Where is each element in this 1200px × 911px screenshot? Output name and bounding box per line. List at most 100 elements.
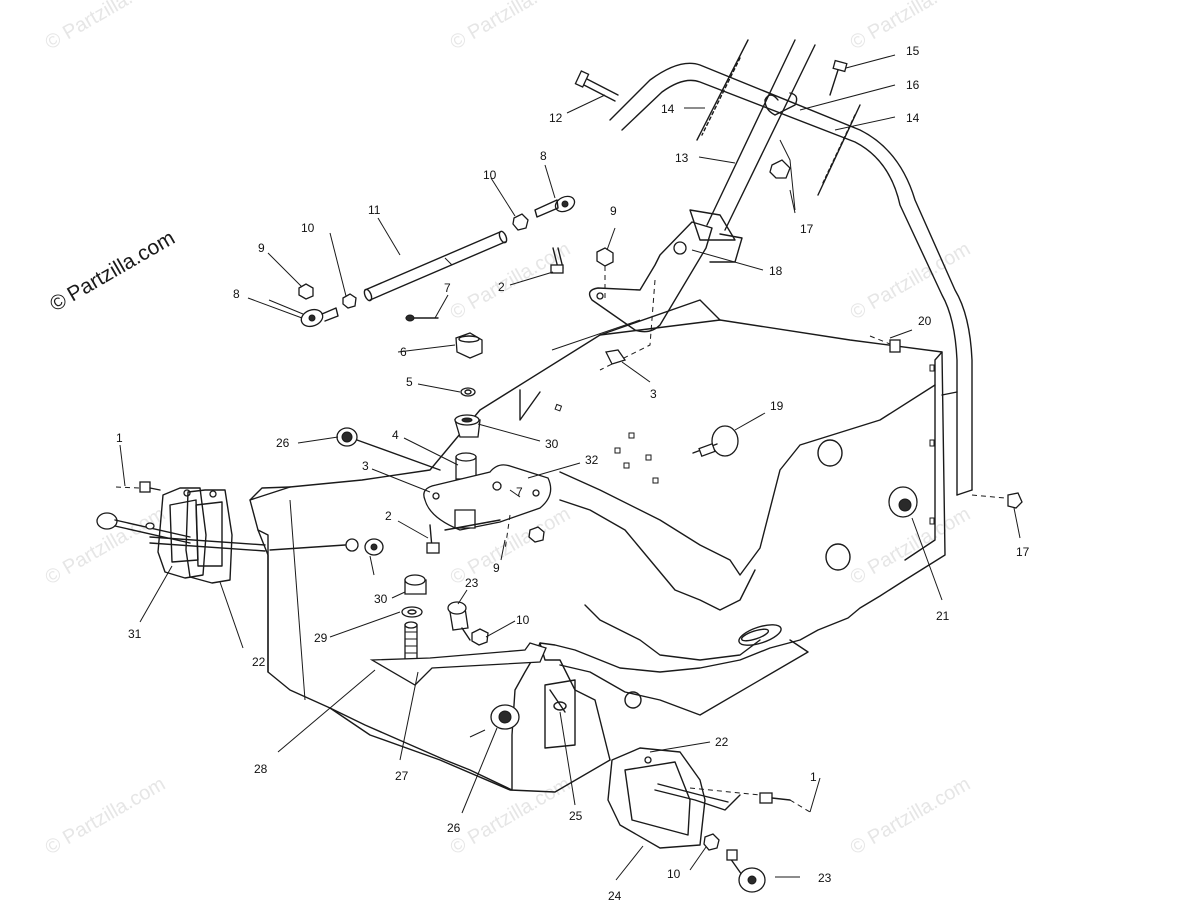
spindle-plate-22-left bbox=[185, 489, 233, 584]
nut-6 bbox=[455, 332, 483, 359]
part-label: 22 bbox=[252, 655, 266, 669]
part-label: 5 bbox=[406, 375, 413, 389]
nut-9-lower bbox=[528, 526, 545, 543]
shaft-25 bbox=[544, 679, 576, 749]
pin-23-center bbox=[447, 601, 471, 641]
bushing-30-lower bbox=[404, 574, 427, 595]
part-label: 15 bbox=[906, 44, 920, 58]
part-label: 1 bbox=[116, 431, 123, 445]
part-label: 14 bbox=[906, 111, 920, 125]
part-label: 7 bbox=[444, 281, 451, 295]
rod-end-8-left bbox=[268, 299, 339, 328]
bolt-20 bbox=[869, 335, 901, 353]
part-label: 4 bbox=[392, 428, 399, 442]
watermark: © Partzilla.com bbox=[42, 773, 170, 859]
bolt-3-upper bbox=[605, 349, 627, 365]
part-label: 19 bbox=[770, 399, 784, 413]
drag-link-11 bbox=[363, 230, 508, 302]
part-label: 10 bbox=[301, 221, 315, 235]
plug-21 bbox=[888, 486, 918, 518]
part-label: 11 bbox=[368, 203, 381, 217]
part-label: 3 bbox=[650, 387, 657, 401]
rod-end-8-upper bbox=[534, 195, 576, 218]
part-label: 28 bbox=[254, 762, 268, 776]
handlebar-support-loop bbox=[609, 62, 1006, 499]
watermark: © Partzilla.com bbox=[847, 238, 975, 324]
part-label: 10 bbox=[483, 168, 497, 182]
part-label: 8 bbox=[233, 287, 240, 301]
tie-rod-end-23-left bbox=[96, 512, 266, 552]
part-label: 9 bbox=[258, 241, 265, 255]
part-label: 14 bbox=[661, 102, 675, 116]
tie-rod-left bbox=[269, 538, 384, 576]
part-number-labels: 1 1 2 2 3 3 4 5 6 7 7 8 8 9 9 9 10 10 10… bbox=[116, 44, 1030, 903]
part-label: 17 bbox=[800, 222, 814, 236]
bolt-12 bbox=[574, 70, 619, 102]
part-label: 9 bbox=[610, 204, 617, 218]
bolt-1-right bbox=[759, 792, 811, 813]
part-label: 3 bbox=[362, 459, 369, 473]
nut-10-right bbox=[703, 833, 720, 851]
site-name: Partzilla.com bbox=[63, 226, 179, 306]
nut-17-right bbox=[1007, 492, 1023, 509]
part-label: 25 bbox=[569, 809, 583, 823]
chassis-bulkhead bbox=[249, 299, 946, 793]
spacer-4 bbox=[455, 452, 477, 480]
part-label: 30 bbox=[545, 437, 559, 451]
part-label: 31 bbox=[128, 627, 142, 641]
part-label: 20 bbox=[918, 314, 932, 328]
pitman-arm-3 bbox=[423, 464, 552, 551]
nut-9-upper bbox=[596, 247, 614, 300]
part-label: 21 bbox=[936, 609, 950, 623]
watermark: © Partzilla.com bbox=[447, 773, 575, 859]
steering-column bbox=[588, 39, 816, 371]
bolt-2-lower bbox=[426, 524, 440, 554]
part-label: 22 bbox=[715, 735, 729, 749]
leader-lines bbox=[119, 84, 1021, 881]
bolt-1-left bbox=[115, 481, 161, 493]
washer-5 bbox=[460, 387, 476, 397]
part-label: 17 bbox=[1016, 545, 1030, 559]
part-label: 8 bbox=[540, 149, 547, 163]
tie-rod-end-23-right bbox=[726, 849, 766, 893]
watermark: © Partzilla.com bbox=[447, 238, 575, 324]
part-label: 26 bbox=[276, 436, 290, 450]
nut-10-upper bbox=[512, 213, 529, 231]
part-label: 16 bbox=[906, 78, 920, 92]
grommet-19 bbox=[692, 425, 739, 457]
part-label: 12 bbox=[549, 111, 563, 125]
watermarks: © Partzilla.com © Partzilla.com © Partzi… bbox=[42, 0, 975, 859]
bracket-28 bbox=[369, 642, 547, 686]
partzilla-logo: © Partzilla.com bbox=[46, 226, 179, 316]
nut-10-left bbox=[342, 293, 357, 309]
spindle-24 bbox=[607, 747, 761, 849]
nut-17-upper bbox=[769, 139, 796, 211]
part-label: 6 bbox=[400, 345, 407, 359]
bushing-30-upper bbox=[454, 414, 481, 438]
part-label: 1 bbox=[810, 770, 817, 784]
part-label: 7 bbox=[516, 485, 523, 499]
part-label: 30 bbox=[374, 592, 388, 606]
spindle-31 bbox=[157, 487, 207, 579]
clamp-26-upper bbox=[336, 427, 441, 471]
part-label: 18 bbox=[769, 264, 783, 278]
part-label: 29 bbox=[314, 631, 328, 645]
part-label: 32 bbox=[585, 453, 599, 467]
nut-9-left bbox=[298, 283, 314, 300]
bolt-2-upper bbox=[550, 247, 564, 274]
nut-10-center bbox=[471, 628, 489, 646]
part-label: 2 bbox=[498, 280, 505, 294]
watermark: © Partzilla.com bbox=[847, 773, 975, 859]
watermark: © Partzilla.com bbox=[447, 0, 575, 54]
part-label: 10 bbox=[667, 867, 681, 881]
clamp-26-lower bbox=[469, 704, 520, 738]
part-label: 24 bbox=[608, 889, 622, 903]
bolt-15 bbox=[829, 54, 896, 96]
part-label: 23 bbox=[818, 871, 832, 885]
part-label: 23 bbox=[465, 576, 479, 590]
part-label: 27 bbox=[395, 769, 409, 783]
part-label: 2 bbox=[385, 509, 392, 523]
part-label: 13 bbox=[675, 151, 689, 165]
part-label: 10 bbox=[516, 613, 530, 627]
